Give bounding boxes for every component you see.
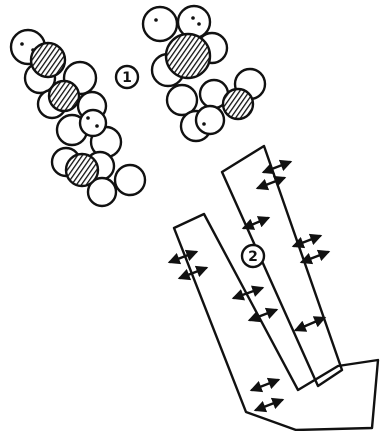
label-2-text: 2	[248, 249, 258, 265]
double-arrows	[167, 159, 331, 413]
label-1-text: 1	[122, 70, 132, 86]
label-1-circle: 1	[114, 64, 140, 90]
surface-outlines	[172, 144, 380, 431]
molecule-2-atoms	[141, 4, 267, 143]
surface-outline-back	[172, 212, 380, 431]
surface-outline-front	[220, 144, 344, 388]
molecule-2-atom-dots	[154, 16, 206, 126]
molecule-1-atoms	[9, 28, 147, 208]
label-2-circle: 2	[240, 243, 266, 269]
molecule-1-atom-dots	[20, 42, 99, 128]
